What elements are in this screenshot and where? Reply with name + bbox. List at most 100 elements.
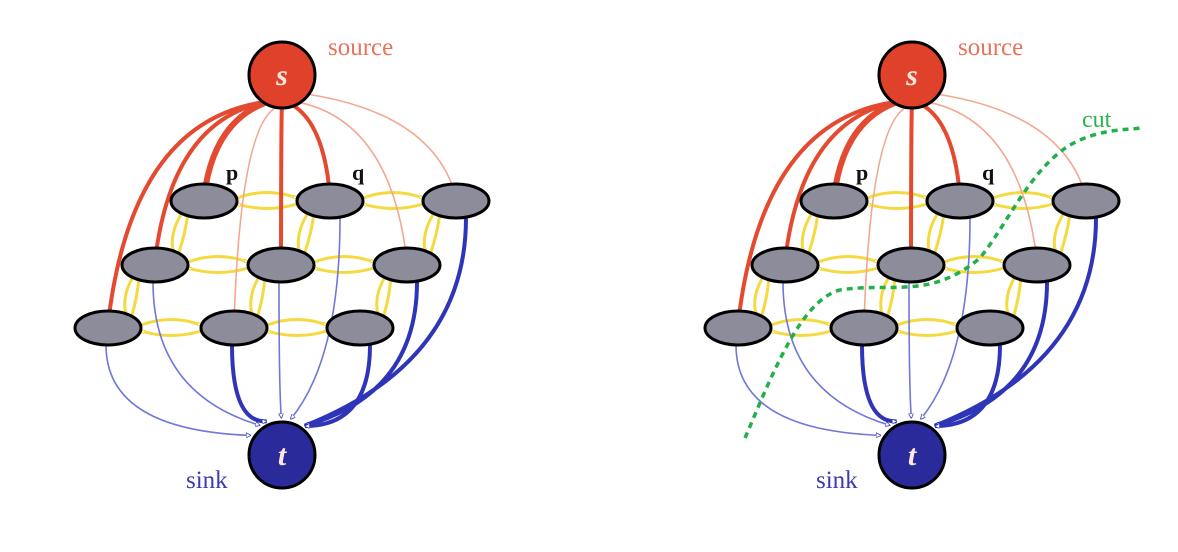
pixel-nodes <box>703 182 1121 347</box>
sink-node <box>877 420 947 490</box>
n-link-edge <box>377 276 387 315</box>
n-link-edge <box>897 329 958 337</box>
source-t-link-edge <box>938 93 1086 197</box>
pixel-node <box>1002 246 1072 284</box>
source-t-link-edge <box>234 106 277 324</box>
source-t-link-edge <box>155 100 265 261</box>
sink-label: sink <box>816 467 858 494</box>
pixel-node <box>1051 182 1121 220</box>
n-link-edge <box>363 202 424 210</box>
source-t-link-edge <box>864 106 907 324</box>
n-link-edge <box>382 277 391 316</box>
pixel-node <box>325 309 395 347</box>
sink-t-link-edge <box>908 281 911 418</box>
pixel-label-p: p <box>856 160 868 185</box>
sink-t-link-edge <box>230 344 267 421</box>
pixel-node <box>73 309 143 347</box>
n-link-edge <box>818 266 879 274</box>
sink-t-link-edge <box>935 344 1002 426</box>
n-link-edge <box>1054 212 1066 252</box>
source-t-link-edge <box>738 100 894 324</box>
n-link-edge <box>256 277 265 316</box>
sink-t-link-edge <box>152 281 260 425</box>
n-link-edge <box>140 318 201 327</box>
n-link-edge <box>1059 213 1070 253</box>
pixel-label-q: q <box>352 160 365 185</box>
pixel-node <box>295 182 365 220</box>
source-symbol: s <box>905 59 918 92</box>
pixel-node <box>246 246 316 284</box>
sink-t-link-edge <box>291 217 341 419</box>
source-t-link-edge <box>785 100 895 261</box>
sink-t-link-edge <box>935 217 1098 428</box>
source-symbol: s <box>275 59 288 92</box>
sink-edges <box>735 217 1098 435</box>
source-t-link-edge <box>911 107 914 261</box>
source-node <box>247 40 317 110</box>
sink-t-link-edge <box>921 217 971 419</box>
n-link-edge <box>267 329 328 337</box>
n-link-edge <box>943 255 1004 264</box>
source-label: source <box>958 34 1023 61</box>
pixel-node <box>955 309 1025 347</box>
pixel-node <box>925 182 995 220</box>
n-link-edge <box>314 266 375 274</box>
n-link-edge <box>933 213 944 253</box>
n-link-edge <box>313 255 374 264</box>
n-link-edge <box>303 213 314 253</box>
n-link-edge <box>251 276 261 315</box>
sink-node <box>247 420 317 490</box>
sink-t-link-edge <box>735 344 881 435</box>
n-link-edge <box>881 276 891 315</box>
n-link-edge <box>424 212 436 252</box>
n-link-edge <box>886 277 895 316</box>
n-link-edge <box>172 212 184 252</box>
source-t-link-edge <box>201 100 266 197</box>
n-link-edge <box>362 191 423 200</box>
source-t-link-edge <box>108 100 264 324</box>
sink-symbol: t <box>278 439 288 472</box>
n-link-edge <box>188 266 249 274</box>
sink-t-link-edge <box>278 281 281 418</box>
source-node <box>877 40 947 110</box>
n-link-edge <box>187 255 248 264</box>
sink-t-link-edge <box>305 217 468 428</box>
n-link-edge <box>237 202 298 210</box>
n-link-edge <box>298 212 310 252</box>
n-link-edge <box>760 277 769 316</box>
sink-symbol: t <box>908 439 918 472</box>
neighborhood-edges <box>755 191 1070 337</box>
sink-edges <box>105 217 468 435</box>
pixel-node <box>372 246 442 284</box>
pixel-node <box>799 182 869 220</box>
cut-line <box>743 126 1141 439</box>
n-link-edge <box>944 266 1005 274</box>
n-link-edge <box>755 276 765 315</box>
pixel-node <box>750 246 820 284</box>
pixel-node <box>703 309 773 347</box>
n-link-edge <box>429 213 440 253</box>
pixel-label-p: p <box>226 160 238 185</box>
n-link-edge <box>817 255 878 264</box>
source-edges <box>738 93 1086 324</box>
n-link-edge <box>867 202 928 210</box>
n-link-edge <box>177 213 188 253</box>
n-link-edge <box>992 191 1053 200</box>
cut-label: cut <box>1082 107 1112 133</box>
pixel-node <box>876 246 946 284</box>
n-link-edge <box>130 277 139 316</box>
sink-label: sink <box>186 467 228 494</box>
n-link-edge <box>807 213 818 253</box>
sink-t-link-edge <box>935 281 1049 428</box>
source-t-link-edge <box>299 101 407 261</box>
n-link-edge <box>928 212 940 252</box>
n-link-edge <box>993 202 1054 210</box>
source-t-link-edge <box>831 100 896 197</box>
pixel-label-q: q <box>982 160 995 185</box>
pixel-node <box>169 182 239 220</box>
n-link-edge <box>1012 277 1021 316</box>
n-link-edge <box>896 318 957 327</box>
n-link-edge <box>866 191 927 200</box>
